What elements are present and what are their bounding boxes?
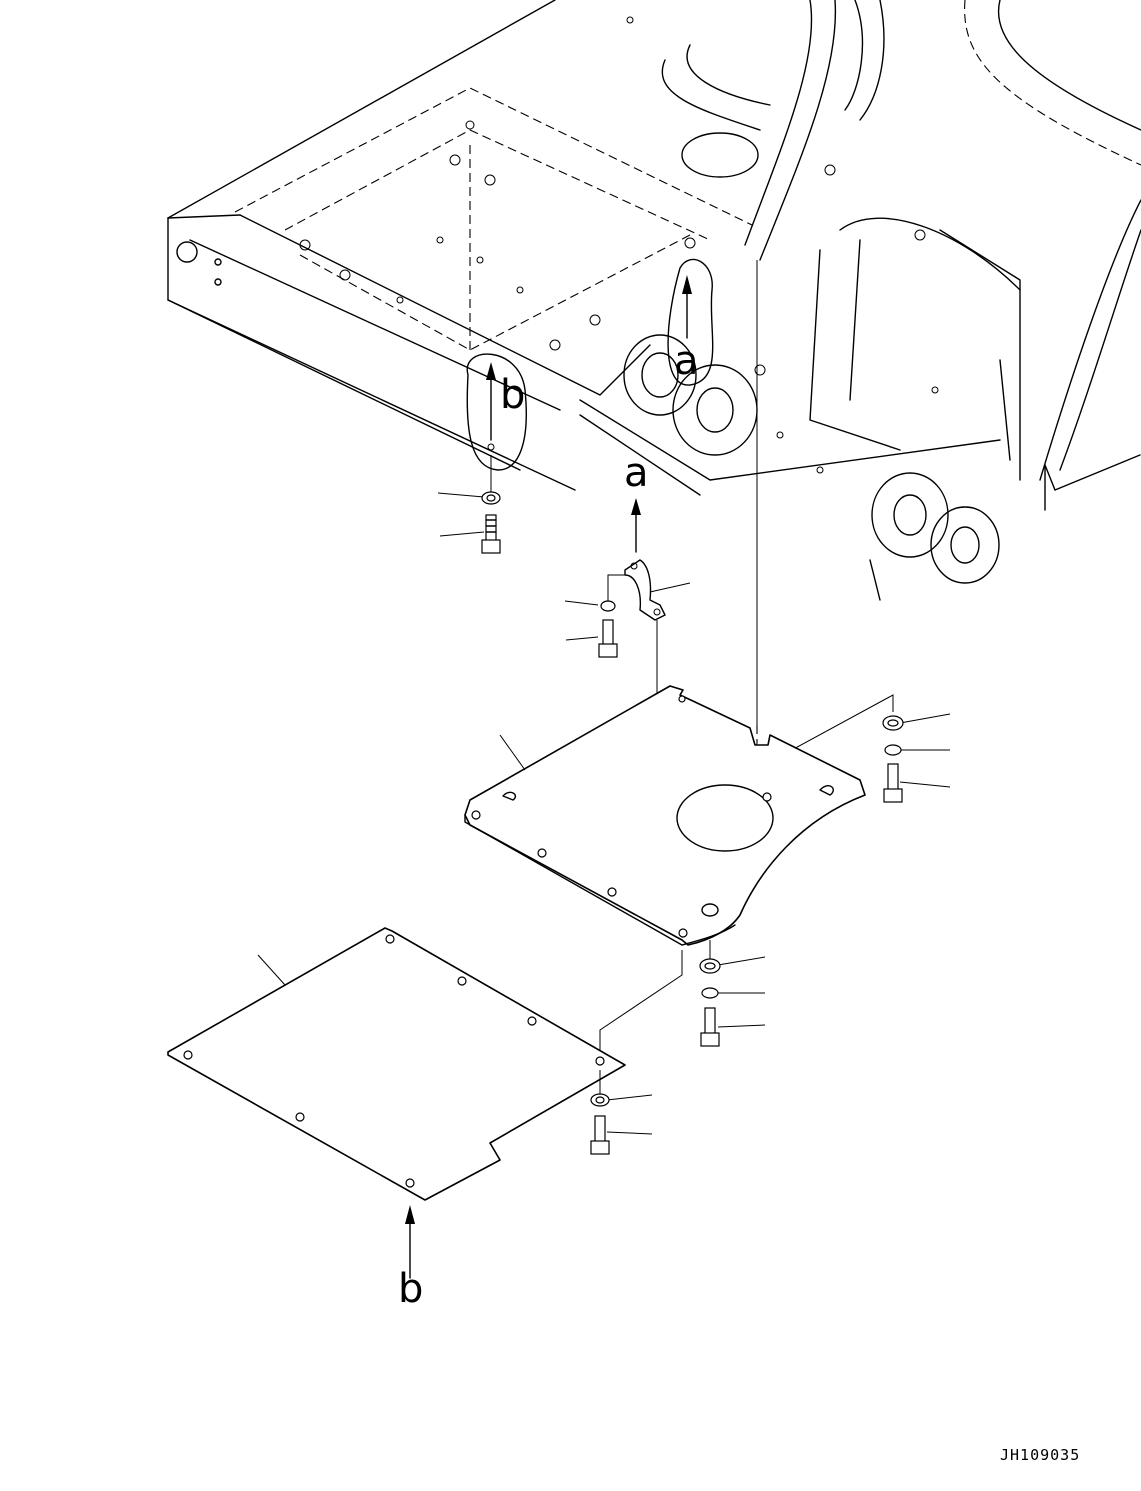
boom-pin-right [871, 472, 1000, 584]
drawing-code: JH109035 [1000, 1446, 1080, 1464]
ref-label-b-upper: b [500, 372, 525, 418]
clamp-bracket: a [564, 450, 691, 658]
ref-label-b-lower: b [398, 1266, 423, 1312]
lower-cover-plate: b [167, 927, 626, 1312]
upper-cover-plate [464, 685, 866, 946]
lower-plate-bolts [590, 1070, 653, 1155]
ref-label-a-lower: a [624, 450, 649, 496]
revolving-frame [167, 0, 1141, 601]
detail-callout-a: a [667, 258, 714, 386]
frame-bolt-b [437, 455, 501, 554]
upper-plate-right-bolts [882, 713, 951, 803]
upper-plate-corner-bolts [699, 940, 766, 1047]
deck-bolts [299, 120, 696, 351]
detail-callout-b: b [466, 353, 527, 471]
ref-label-a-upper: a [674, 338, 699, 384]
